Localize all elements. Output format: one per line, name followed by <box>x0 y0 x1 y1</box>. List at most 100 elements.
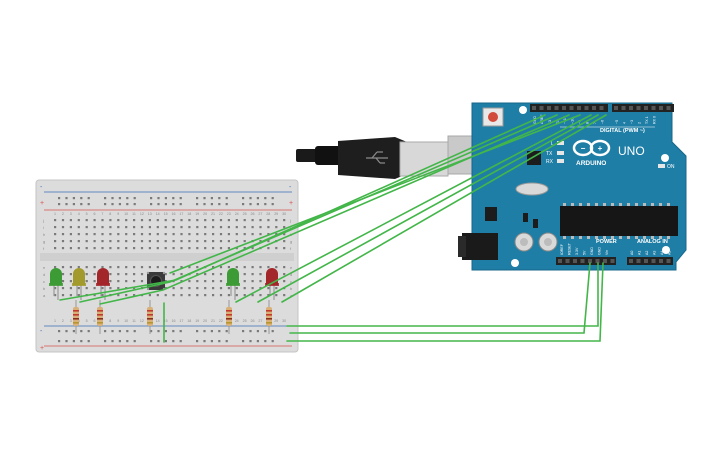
breadboard-hole <box>77 219 80 222</box>
wire-digital-3[interactable] <box>99 114 570 305</box>
column-number: 22 <box>219 319 223 323</box>
wire-gnd[interactable] <box>286 262 599 327</box>
wire-digital-5[interactable] <box>257 114 599 303</box>
breadboard-hole <box>69 294 72 297</box>
breadboard-hole <box>259 226 262 229</box>
breadboard-hole <box>104 197 107 200</box>
chip-pin <box>667 203 670 206</box>
power-jack[interactable] <box>462 233 498 260</box>
breadboard-hole <box>133 287 136 290</box>
breadboard-hole <box>133 330 136 333</box>
wire-5v[interactable] <box>286 262 604 342</box>
led-green[interactable] <box>226 268 240 300</box>
breadboard-hole <box>275 233 278 236</box>
breadboard-hole <box>180 266 183 269</box>
resistor[interactable] <box>147 300 153 334</box>
resistor[interactable] <box>97 300 103 334</box>
led-rim <box>265 283 279 286</box>
header-pin-hole <box>659 259 663 263</box>
breadboard-hole <box>85 287 88 290</box>
header-pin-hole <box>588 259 592 263</box>
breadboard-hole <box>212 287 215 290</box>
led-yellow[interactable] <box>72 268 86 300</box>
breadboard-hole <box>164 240 167 243</box>
breadboard-hole <box>249 340 252 343</box>
resistor[interactable] <box>226 300 232 334</box>
breadboard-hole <box>69 219 72 222</box>
header-pin-hole <box>569 106 574 110</box>
row-letter: e <box>290 265 293 270</box>
wire-button[interactable] <box>169 114 581 274</box>
led-green[interactable] <box>49 268 63 300</box>
pin-label: ~3 <box>630 120 634 124</box>
usb-symbol-icon <box>366 151 388 164</box>
breadboard-hole <box>111 340 114 343</box>
breadboard-hole <box>212 226 215 229</box>
breadboard-hole <box>104 340 107 343</box>
resistor[interactable] <box>73 300 79 334</box>
breadboard-column-numbers: 1122334455667788991010111112121313141415… <box>54 212 286 323</box>
breadboard-hole <box>148 266 151 269</box>
breadboard-hole <box>93 294 96 297</box>
breadboard-hole <box>117 219 120 222</box>
column-number: 22 <box>219 212 223 216</box>
breadboard-hole <box>61 287 65 290</box>
resistor-body <box>147 307 153 326</box>
breadboard-hole <box>125 233 128 236</box>
breadboard-hole <box>219 273 223 276</box>
breadboard-hole <box>117 226 120 229</box>
breadboard-hole <box>225 203 228 206</box>
column-number: 26 <box>251 212 255 216</box>
pin-label: A2 <box>645 251 649 255</box>
breadboard-hole <box>69 273 72 276</box>
column-number: 26 <box>251 319 255 323</box>
breadboard-hole <box>225 330 228 333</box>
breadboard-hole <box>267 247 270 250</box>
breadboard-hole <box>148 294 151 297</box>
wire-digital-2[interactable] <box>79 114 558 303</box>
breadboard-hole <box>180 247 183 250</box>
column-number: 28 <box>266 212 270 216</box>
breadboard-hole <box>157 203 160 206</box>
breadboard-hole <box>117 294 120 297</box>
breadboard-hole <box>172 287 175 290</box>
push-button[interactable] <box>146 271 166 291</box>
pin-label: 8 <box>586 122 590 124</box>
breadboard-hole <box>61 233 65 236</box>
wire-digital-6[interactable] <box>281 114 607 303</box>
column-number: 24 <box>235 212 239 216</box>
wire-gnd-2[interactable] <box>289 262 591 334</box>
header-pin-hole <box>554 106 559 110</box>
column-number: 16 <box>172 319 176 323</box>
breadboard-hole <box>251 273 254 276</box>
resistors[interactable] <box>73 300 272 334</box>
pin-label: RX 0 <box>653 116 657 124</box>
breadboard-hole <box>72 197 75 200</box>
breadboard-hole <box>188 247 191 250</box>
breadboard-hole <box>101 240 104 243</box>
on-led-label: ON <box>667 164 675 170</box>
chip-pin <box>563 203 566 206</box>
breadboard-hole <box>227 226 230 229</box>
breadboard-hole <box>196 340 199 343</box>
tx-led-label: TX <box>546 151 553 157</box>
resistor-band <box>73 322 79 324</box>
breadboard-hole <box>156 240 159 243</box>
breadboard-hole <box>235 266 238 269</box>
breadboard-hole <box>148 240 151 243</box>
resistor-body <box>97 307 103 326</box>
wire-digital-4[interactable] <box>235 114 592 303</box>
resistor[interactable] <box>266 300 272 334</box>
breadboard-hole <box>196 226 199 229</box>
breadboard-hole <box>93 240 96 243</box>
breadboard-hole <box>72 330 75 333</box>
column-number: 25 <box>243 212 247 216</box>
power-header <box>556 257 616 265</box>
breadboard[interactable]: - + - + - + 1122334455667788991010111112… <box>35 179 299 353</box>
wires[interactable] <box>59 114 607 343</box>
breadboard-hole <box>180 280 183 283</box>
breadboard-hole <box>65 340 68 343</box>
column-number: 10 <box>124 319 128 323</box>
arduino-uno[interactable]: DIGITAL (PWM ~) − + ARDUINO UNO L TX RX … <box>458 102 687 271</box>
breadboard-hole <box>264 197 267 200</box>
